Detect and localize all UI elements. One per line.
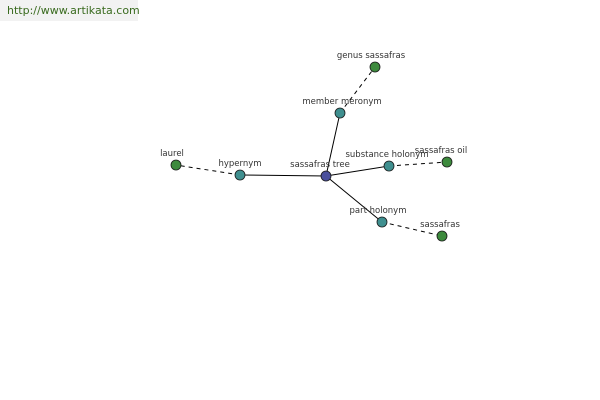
node-sassafras-tree[interactable] xyxy=(320,170,332,182)
edges-layer xyxy=(175,66,448,237)
nodes-layer xyxy=(170,61,453,242)
edge-center-member xyxy=(325,112,341,177)
label-sassafras-tree[interactable]: sassafras tree xyxy=(290,160,350,170)
labels-layer: sassafras tree hypernym laurel member meron… xyxy=(160,51,467,230)
edge-member-genus xyxy=(339,66,376,114)
edge-hypernym-laurel xyxy=(175,164,241,176)
node-hypernym[interactable] xyxy=(234,169,246,181)
node-part-holonym[interactable] xyxy=(376,216,388,228)
label-hypernym[interactable]: hypernym xyxy=(218,159,261,169)
label-sassafras[interactable]: sassafras xyxy=(420,220,460,230)
label-laurel[interactable]: laurel xyxy=(160,149,184,159)
node-substance-holonym[interactable] xyxy=(383,160,395,172)
label-substance-holonym[interactable]: substance holonym xyxy=(345,150,428,160)
edge-center-substance xyxy=(325,165,390,177)
node-member-meronym[interactable] xyxy=(334,107,346,119)
label-member-meronym[interactable]: member meronym xyxy=(302,97,381,107)
label-sassafras-oil[interactable]: sassafras oil xyxy=(415,146,467,156)
url-banner: http://www.artikata.com xyxy=(0,0,140,21)
node-genus-sassafras[interactable] xyxy=(369,61,381,73)
edge-part-sassafras xyxy=(381,221,443,237)
node-laurel[interactable] xyxy=(170,159,182,171)
node-sassafras[interactable] xyxy=(436,230,448,242)
label-genus-sassafras[interactable]: genus sassafras xyxy=(337,51,406,61)
edge-center-hypernym xyxy=(239,174,327,177)
node-sassafras-oil[interactable] xyxy=(441,156,453,168)
edge-substance-oil xyxy=(388,161,448,167)
site-url-link[interactable]: http://www.artikata.com xyxy=(7,4,140,17)
label-part-holonym[interactable]: part holonym xyxy=(350,206,407,216)
edge-center-part xyxy=(325,175,383,223)
